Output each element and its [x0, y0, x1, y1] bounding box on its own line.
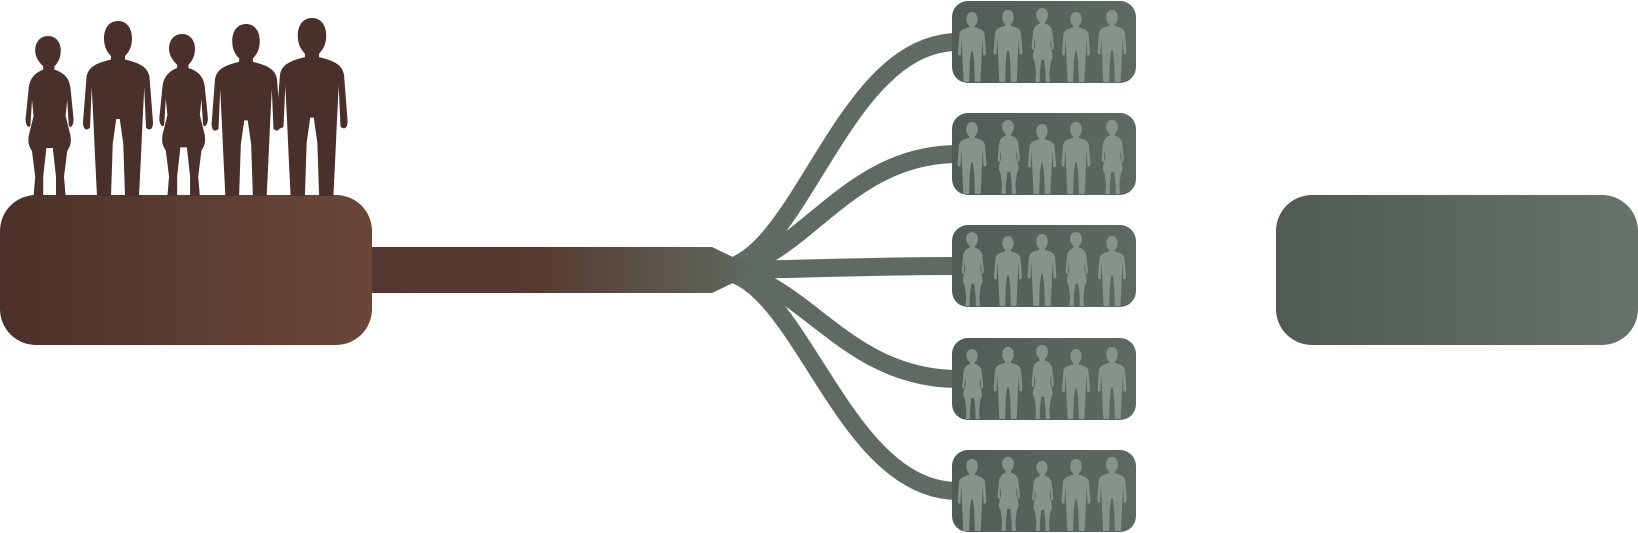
branch-1-person-5 [1097, 10, 1127, 83]
branch-5-person-2 [997, 457, 1020, 531]
branch-5-person-4 [1061, 459, 1091, 531]
source-person-2 [83, 21, 153, 196]
branch-1-person-3 [1031, 7, 1054, 82]
branch-2-person-5 [1101, 120, 1124, 194]
source-person-3 [159, 34, 208, 196]
branch-3-person-4 [1065, 232, 1088, 306]
source-people-group [25, 18, 348, 197]
branch-3-person-2 [994, 236, 1022, 306]
branch-4-person-4 [1062, 349, 1090, 419]
branch-3-person-1 [961, 232, 984, 306]
branch-3-person-3 [1027, 234, 1057, 306]
branch-4-person-5 [1097, 347, 1127, 419]
branch-4-person-2 [993, 347, 1023, 419]
source-person-5 [276, 18, 348, 197]
branch-2-person-3 [1028, 124, 1056, 194]
source-person-1 [25, 35, 74, 196]
branch-2-person-4 [1061, 122, 1091, 194]
branch-3-person-5 [1098, 236, 1126, 306]
trunk-connector [360, 247, 760, 293]
branch-1-person-4 [1062, 12, 1090, 83]
branch-5-person-3 [1032, 461, 1054, 531]
source-box [0, 195, 372, 345]
connector-5 [714, 261, 959, 500]
branch-2-person-1 [957, 122, 987, 194]
branch-group [952, 1, 1136, 532]
branch-4-person-1 [962, 349, 984, 419]
source-person-4 [211, 23, 281, 196]
branch-5-person-1 [957, 459, 987, 531]
branch-2-person-2 [997, 120, 1020, 194]
branch-4-person-3 [1031, 345, 1054, 419]
target-box [1276, 195, 1638, 345]
branch-5-person-5 [1097, 457, 1127, 531]
branch-1-person-1 [958, 12, 986, 83]
branch-1-person-2 [993, 10, 1023, 83]
